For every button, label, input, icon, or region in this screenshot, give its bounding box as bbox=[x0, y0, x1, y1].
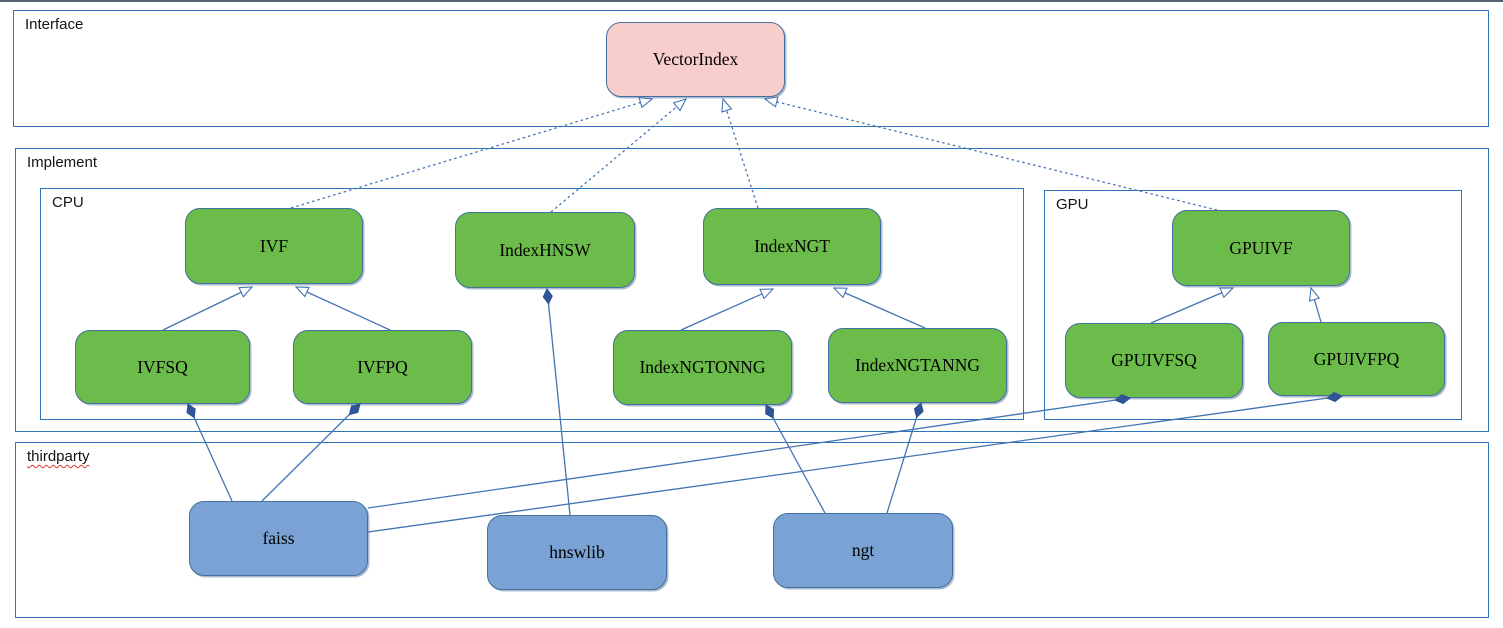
node-label-gpuivfpq: GPUIVFPQ bbox=[1313, 348, 1400, 369]
container-label-gpu: GPU bbox=[1056, 196, 1089, 213]
node-ivfpq[interactable]: IVFPQ bbox=[293, 330, 472, 404]
container-label-implement: Implement bbox=[27, 154, 98, 171]
container-label-interface: Interface bbox=[25, 16, 84, 33]
node-label-indexngtonng: IndexNGTONNG bbox=[639, 357, 766, 377]
node-label-hnswlib: hnswlib bbox=[549, 542, 605, 562]
container-label-cpu: CPU bbox=[52, 194, 84, 211]
node-label-ngt: ngt bbox=[851, 540, 875, 560]
node-label-indexhnsw: IndexHNSW bbox=[499, 239, 591, 260]
node-hnswlib[interactable]: hnswlib bbox=[487, 515, 667, 590]
node-label-faiss: faiss bbox=[262, 528, 295, 548]
node-ivfsq[interactable]: IVFSQ bbox=[75, 330, 250, 404]
page-top-border bbox=[0, 0, 1503, 2]
container-label-thirdparty: thirdparty bbox=[27, 448, 90, 465]
node-label-gpuivfsq: GPUIVFSQ bbox=[1111, 350, 1197, 370]
node-label-indexngtanng: IndexNGTANNG bbox=[855, 355, 980, 375]
node-indexngtonng[interactable]: IndexNGTONNG bbox=[613, 330, 792, 405]
node-indexngtanng[interactable]: IndexNGTANNG bbox=[828, 328, 1007, 403]
node-indexhnsw[interactable]: IndexHNSW bbox=[455, 212, 635, 288]
node-label-ivfsq: IVFSQ bbox=[137, 356, 188, 377]
node-label-ivf: IVF bbox=[259, 235, 289, 256]
node-label-gpuivf: GPUIVF bbox=[1229, 237, 1293, 258]
node-ivf[interactable]: IVF bbox=[185, 208, 363, 284]
node-faiss[interactable]: faiss bbox=[189, 501, 368, 576]
node-ngt[interactable]: ngt bbox=[773, 513, 953, 588]
node-label-vectorindex: VectorIndex bbox=[652, 49, 739, 69]
node-label-ivfpq: IVFPQ bbox=[357, 356, 408, 377]
node-indexngt[interactable]: IndexNGT bbox=[703, 208, 881, 285]
node-vectorindex[interactable]: VectorIndex bbox=[606, 22, 785, 97]
node-gpuivfsq[interactable]: GPUIVFSQ bbox=[1065, 323, 1243, 398]
node-gpuivf[interactable]: GPUIVF bbox=[1172, 210, 1350, 286]
node-gpuivfpq[interactable]: GPUIVFPQ bbox=[1268, 322, 1445, 396]
node-label-indexngt: IndexNGT bbox=[754, 236, 830, 256]
